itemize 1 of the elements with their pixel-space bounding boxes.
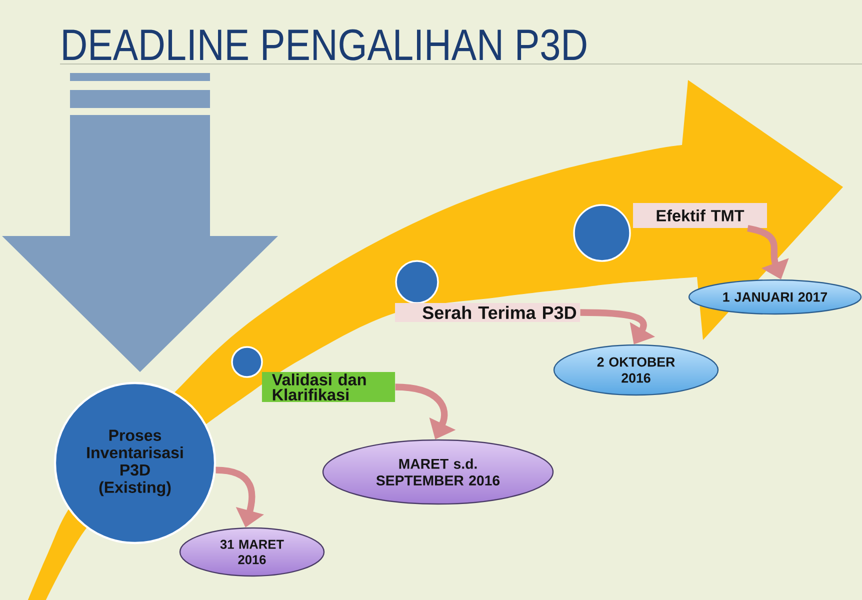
title: DEADLINE PENGALIHAN P3D (63, 29, 586, 60)
